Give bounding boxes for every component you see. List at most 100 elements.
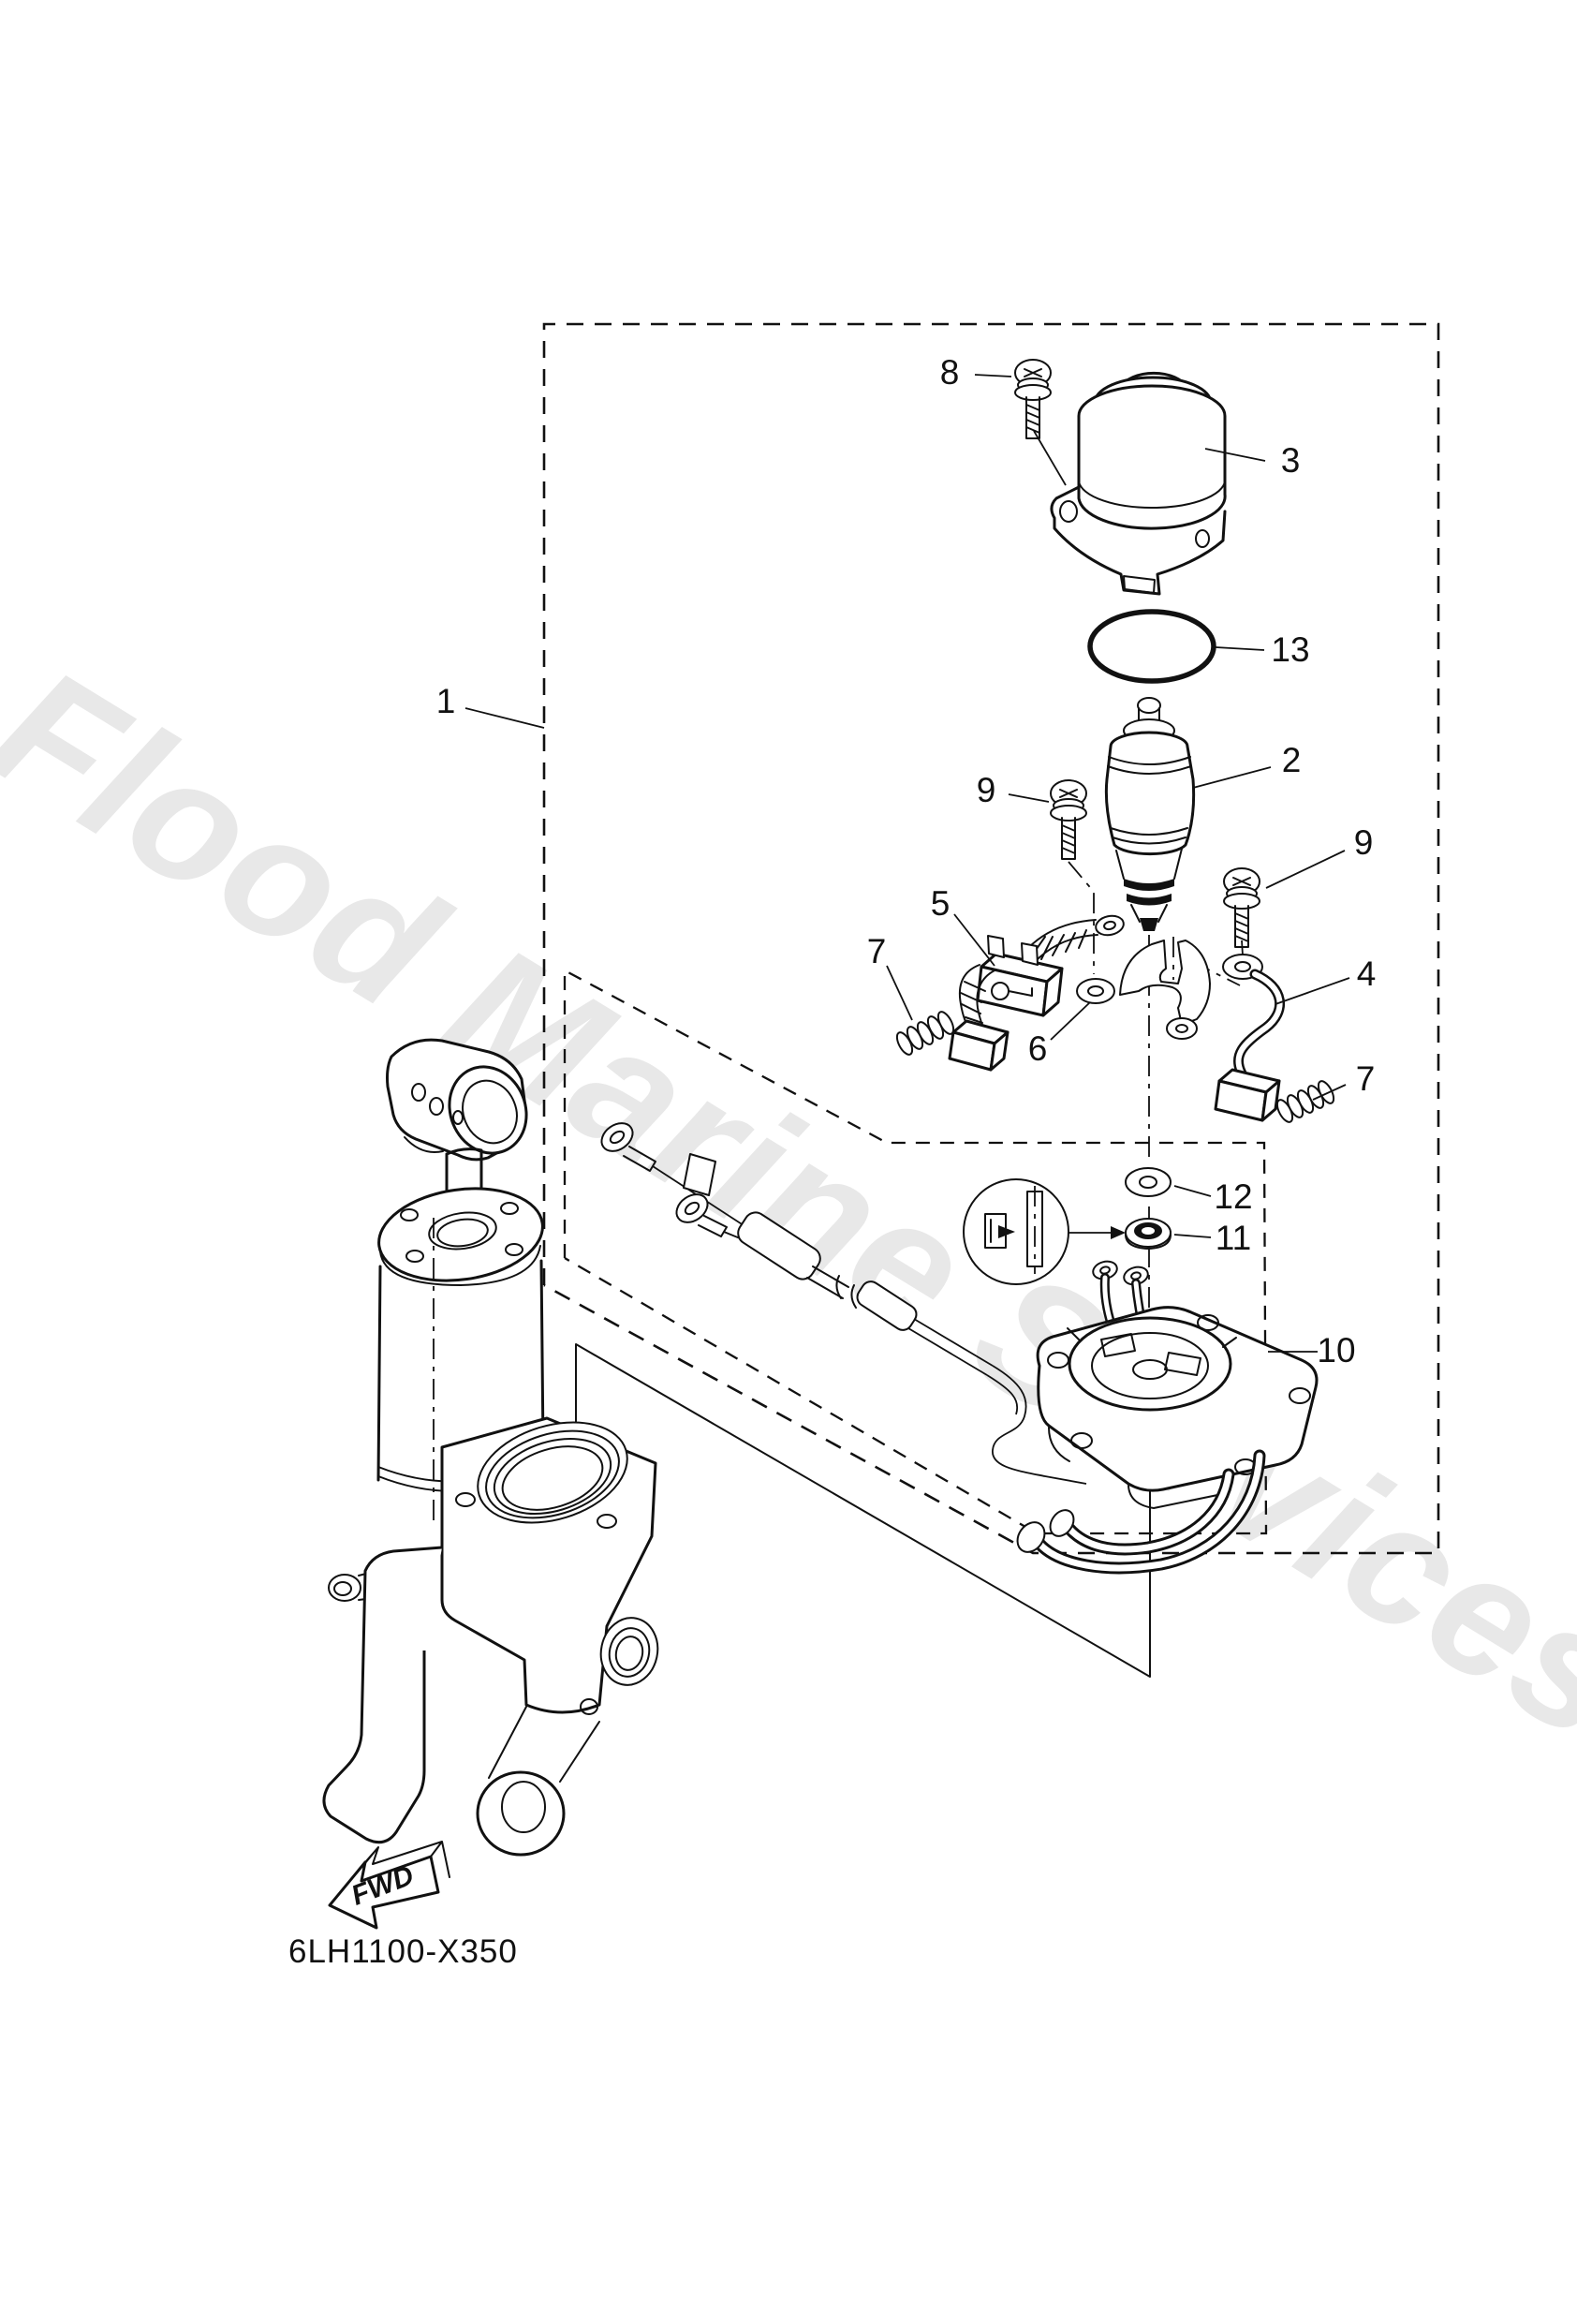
motor-seam	[1078, 477, 1227, 510]
screw9R-alignment	[1241, 940, 1244, 956]
end-cap-thickness	[379, 1245, 541, 1286]
callout-13: 13	[1271, 630, 1309, 669]
end-cap-bolt-2	[500, 1202, 519, 1215]
cable-s-curve	[986, 1365, 1087, 1485]
cable-ring-1	[600, 1122, 634, 1152]
leader-7a	[886, 965, 913, 1021]
bracket-eye-bottom	[1166, 1017, 1198, 1040]
leader-1	[464, 707, 545, 729]
washer-12	[1125, 1167, 1172, 1197]
motor-tab	[1123, 575, 1156, 594]
manifold-leg	[322, 1546, 443, 1844]
fwd-arrow: FWD	[328, 1841, 450, 1930]
callout-7a: 7	[867, 932, 887, 970]
brush-right-side	[1260, 1079, 1281, 1122]
leader-5	[953, 913, 995, 967]
brush-left-side	[989, 1030, 1010, 1072]
callout-8: 8	[940, 353, 960, 392]
screw-9-left	[1050, 779, 1087, 860]
manifold-small-hole	[580, 1698, 598, 1715]
motor-base-assembly	[1016, 1260, 1319, 1575]
holder-detail-slot	[1008, 987, 1033, 997]
cylinder-body	[376, 1259, 545, 1482]
screw9L-alignment	[1068, 861, 1095, 974]
battery-cable	[600, 1122, 1087, 1485]
bottom-eye-hole	[501, 1781, 546, 1833]
watermark: Flood Marine Services	[0, 630, 1577, 1777]
bottom-eye	[476, 1770, 566, 1857]
trim-motor	[1033, 371, 1227, 596]
manifold-port-inner	[608, 1627, 651, 1678]
cable-sleeve-1	[737, 1211, 821, 1280]
motor-ear-hole	[1059, 500, 1078, 523]
leader-4	[1275, 977, 1350, 1005]
braid-ring-hole	[1103, 920, 1116, 931]
manifold-plate-bolt-2	[597, 1514, 617, 1529]
manifold-plate-bolt-1	[455, 1492, 476, 1507]
hose-b-end	[1049, 1509, 1075, 1537]
manifold-left-boss-hole	[333, 1581, 352, 1596]
end-cap-bolt-3	[405, 1250, 424, 1263]
manifold-bore-thread-2	[493, 1437, 612, 1516]
reservoir-body	[1104, 731, 1196, 856]
detail-circle	[963, 1178, 1069, 1285]
callout-1: 1	[436, 682, 456, 720]
holder-terminal-2	[1021, 942, 1039, 966]
end-cap-bolt-4	[505, 1243, 523, 1256]
tilt-cylinder-assembly	[322, 1038, 659, 1857]
cable-break-marks	[835, 1275, 857, 1309]
inner-dashed-box	[563, 969, 1268, 1535]
hose-a-core	[1036, 1452, 1263, 1572]
braid-right	[1027, 919, 1098, 964]
callout-6: 6	[1028, 1029, 1048, 1068]
callout-7b: 7	[1356, 1059, 1376, 1098]
callout-3: 3	[1281, 441, 1301, 480]
eyelet-hole-2	[429, 1097, 444, 1116]
manifold-bore-thread-1	[485, 1429, 620, 1519]
detail-pointer-head	[1111, 1226, 1126, 1239]
reservoir-pin	[1137, 697, 1161, 714]
callout-5: 5	[931, 884, 951, 923]
motor-flange-hole	[1195, 529, 1210, 548]
wire-eyelet-hole	[1234, 961, 1251, 972]
leader-lines	[464, 374, 1350, 1353]
base-bolt-3	[1289, 1387, 1311, 1404]
outer-dashed-box	[542, 322, 1440, 1555]
detail-inset	[963, 1178, 1126, 1285]
cable-ring-1-hole	[609, 1130, 626, 1145]
leader-2	[1192, 766, 1272, 789]
manifold-bore-thread-3	[501, 1445, 604, 1511]
grommet-11	[1125, 1218, 1172, 1250]
cable-sleeve-2	[856, 1280, 918, 1331]
callout-11: 11	[1216, 1219, 1251, 1257]
leader-3	[1204, 448, 1266, 462]
braid-left	[959, 964, 995, 1031]
end-cap-ring-inner	[436, 1218, 489, 1248]
cylinder-end-cap	[377, 1187, 544, 1282]
detail-bracket	[984, 1213, 1007, 1249]
detail-arrow	[998, 1225, 1015, 1238]
holder-terminal-1	[987, 935, 1005, 958]
holder-box-side	[1041, 967, 1064, 1017]
callout-9a: 9	[977, 771, 996, 809]
hose-a-end	[1016, 1521, 1046, 1553]
end-cap-ring-outer	[428, 1211, 497, 1251]
cable-thin-run	[907, 1318, 994, 1376]
leader-8	[974, 374, 1012, 377]
screw-8	[1014, 359, 1052, 439]
cable-mid	[806, 1266, 849, 1299]
cable-tag	[683, 1153, 716, 1196]
eyelet-bump	[404, 1136, 444, 1153]
cable-ring-2-hole	[684, 1201, 700, 1216]
callout-labels: 1 2 3 4 5 6 7 7 8 9 9 10 11 12 13	[436, 353, 1377, 1369]
fwd-arrow-front	[328, 1855, 440, 1930]
cable-ring-2	[675, 1193, 709, 1223]
leader-13	[1215, 646, 1265, 651]
manifold-port-thread	[614, 1636, 644, 1671]
base-ring-housing	[1068, 1316, 1232, 1412]
detail-rod	[1026, 1191, 1043, 1267]
spring-right	[1275, 1080, 1335, 1123]
drawing-code: 6LH1100-X350	[288, 1933, 518, 1970]
